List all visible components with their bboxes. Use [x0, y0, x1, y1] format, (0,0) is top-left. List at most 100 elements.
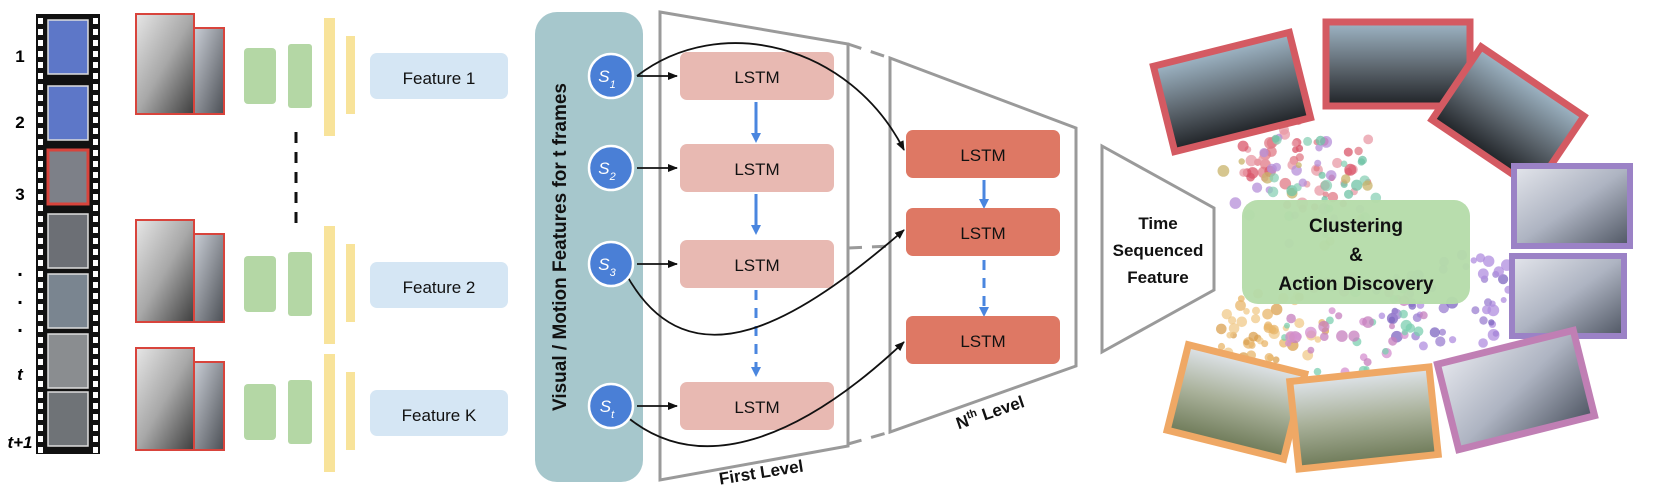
scatter-dot [1243, 339, 1250, 346]
input-pair-1 [135, 13, 225, 115]
cluster-frame-thumb [1149, 28, 1315, 156]
film-sprocket-hole [38, 172, 43, 178]
scatter-dot [1245, 154, 1258, 167]
film-sprocket-hole [38, 29, 43, 35]
film-sprocket-hole [38, 337, 43, 343]
flow-frame-thumb [135, 219, 195, 323]
film-sprocket-hole [38, 425, 43, 431]
rgb-frame-thumb [193, 233, 225, 323]
film-sprocket-hole [38, 238, 43, 244]
scatter-dot [1382, 348, 1389, 355]
film-sprocket-hole [38, 84, 43, 90]
film-sprocket-hole [93, 359, 98, 365]
scatter-dot [1429, 327, 1440, 338]
lstm-box [680, 382, 834, 430]
film-sprocket-hole [93, 51, 98, 57]
film-frame-thumb [47, 273, 89, 329]
lstm-label: LSTM [734, 68, 779, 87]
clustering-box: Clustering & Action Discovery [1242, 200, 1470, 304]
time-sequenced-shape [1100, 143, 1216, 355]
scatter-dot [1267, 186, 1279, 198]
scatter-dot [1217, 165, 1230, 177]
connector-s3-nth [625, 229, 905, 336]
film-sprocket-hole [93, 326, 98, 332]
feature-box-2: Feature 2 [370, 262, 508, 308]
lstm-label: LSTM [960, 332, 1005, 351]
scatter-dot [1391, 308, 1402, 320]
film-frame-thumb [47, 213, 89, 269]
input-pair-2 [135, 219, 225, 323]
film-sprocket-hole [93, 348, 98, 354]
scatter-dot [1294, 318, 1305, 329]
film-sprocket-hole [93, 392, 98, 398]
scatter-dot [1336, 330, 1348, 342]
frame-label-t-plus-1: t+1 [7, 433, 32, 452]
state-base: S [598, 255, 610, 274]
scatter-dot [1483, 255, 1495, 267]
state-circle-bg [587, 240, 635, 288]
film-sprocket-hole [38, 73, 43, 79]
lstm-box [906, 316, 1060, 364]
scatter-dot [1267, 354, 1274, 362]
scatter-dot [1272, 162, 1281, 172]
cnn-block [288, 380, 312, 444]
film-sprocket-hole [93, 172, 98, 178]
scatter-dot [1399, 309, 1408, 319]
film-sprocket-hole [38, 161, 43, 167]
film-sprocket-hole [93, 436, 98, 442]
film-sprocket-hole [38, 403, 43, 409]
connector-st-nth [625, 341, 905, 447]
feature-box-label: Feature 2 [403, 278, 476, 297]
time-sequenced-line-2: Sequenced [1113, 241, 1204, 260]
film-frame-thumb [46, 148, 90, 206]
scatter-dot [1357, 158, 1366, 166]
feature-box-label: Feature K [402, 406, 477, 425]
cnn-block [244, 48, 276, 104]
scatter-dot [1475, 253, 1486, 263]
lstm-label: LSTM [734, 160, 779, 179]
scatter-dot [1344, 189, 1354, 199]
scatter-dot [1229, 197, 1242, 209]
scatter-dot [1413, 326, 1424, 337]
film-sprocket-hole [38, 249, 43, 255]
film-sprocket-hole [93, 194, 98, 200]
film-sprocket-hole [93, 106, 98, 112]
cnn-block [244, 256, 276, 312]
film-sprocket-hole [93, 216, 98, 222]
cnn-stack-1 [244, 18, 355, 136]
film-sprocket-hole [38, 326, 43, 332]
frame-label-t: t [17, 365, 24, 384]
frame-label-2: 2 [15, 113, 24, 132]
film-sprocket-hole [38, 381, 43, 387]
film-sprocket-hole [93, 337, 98, 343]
scatter-dot [1307, 346, 1315, 354]
film-sprocket-hole [93, 18, 98, 24]
film-sprocket-hole [93, 40, 98, 46]
scatter-dot [1354, 146, 1363, 156]
film-sprocket-hole [93, 271, 98, 277]
scatter-dot [1236, 316, 1248, 328]
cluster-frame-thumb [1285, 363, 1443, 473]
lstm-nth-2: LSTM [906, 208, 1060, 256]
lstm-box [680, 240, 834, 288]
flow-frame-thumb [135, 13, 195, 115]
clustering-line-1: Clustering [1309, 216, 1403, 237]
scatter-dot [1418, 341, 1428, 351]
film-sprocket-hole [38, 205, 43, 211]
scatter-dot [1314, 159, 1322, 167]
film-sprocket-hole [93, 117, 98, 123]
lstm-first-2: LSTM [680, 144, 834, 192]
scatter-dot [1285, 340, 1292, 347]
lstm-first-t: LSTM [680, 382, 834, 430]
lstm-first-3: LSTM [680, 240, 834, 288]
scatter-dot [1228, 323, 1240, 334]
film-sprocket-hole [93, 293, 98, 299]
scatter-dot [1326, 316, 1334, 325]
scatter-dot [1470, 257, 1478, 264]
film-sprocket-hole [38, 95, 43, 101]
rgb-frame-thumb [193, 27, 225, 115]
scatter-dot [1412, 313, 1422, 322]
state-sub: 1 [610, 79, 616, 91]
cluster-frame-stairs [1162, 340, 1310, 464]
scatter-dot [1362, 316, 1374, 328]
